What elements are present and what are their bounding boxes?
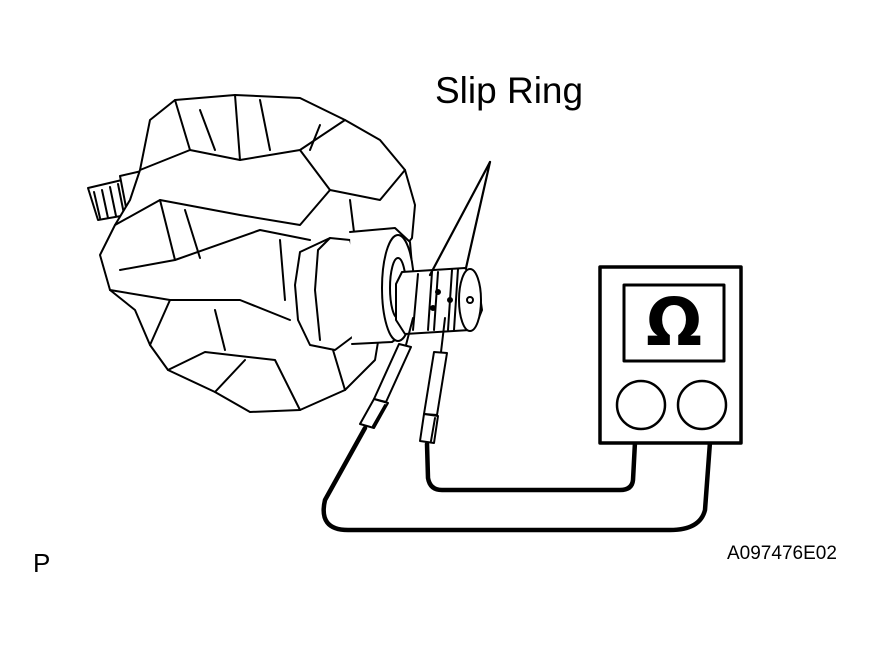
ohmmeter	[598, 265, 743, 445]
corner-letter: P	[33, 548, 51, 578]
slip-ring-callout-pointers	[428, 160, 492, 277]
tester-probe-left	[359, 317, 414, 429]
ohm-symbol-icon: Ω	[645, 284, 703, 361]
tester-leads	[321, 425, 713, 533]
slip-ring-label: Slip Ring	[435, 70, 584, 111]
figure-code: A097476E02	[727, 543, 837, 564]
tester-probe-right	[419, 317, 448, 444]
slip-ring-stack	[395, 267, 483, 335]
